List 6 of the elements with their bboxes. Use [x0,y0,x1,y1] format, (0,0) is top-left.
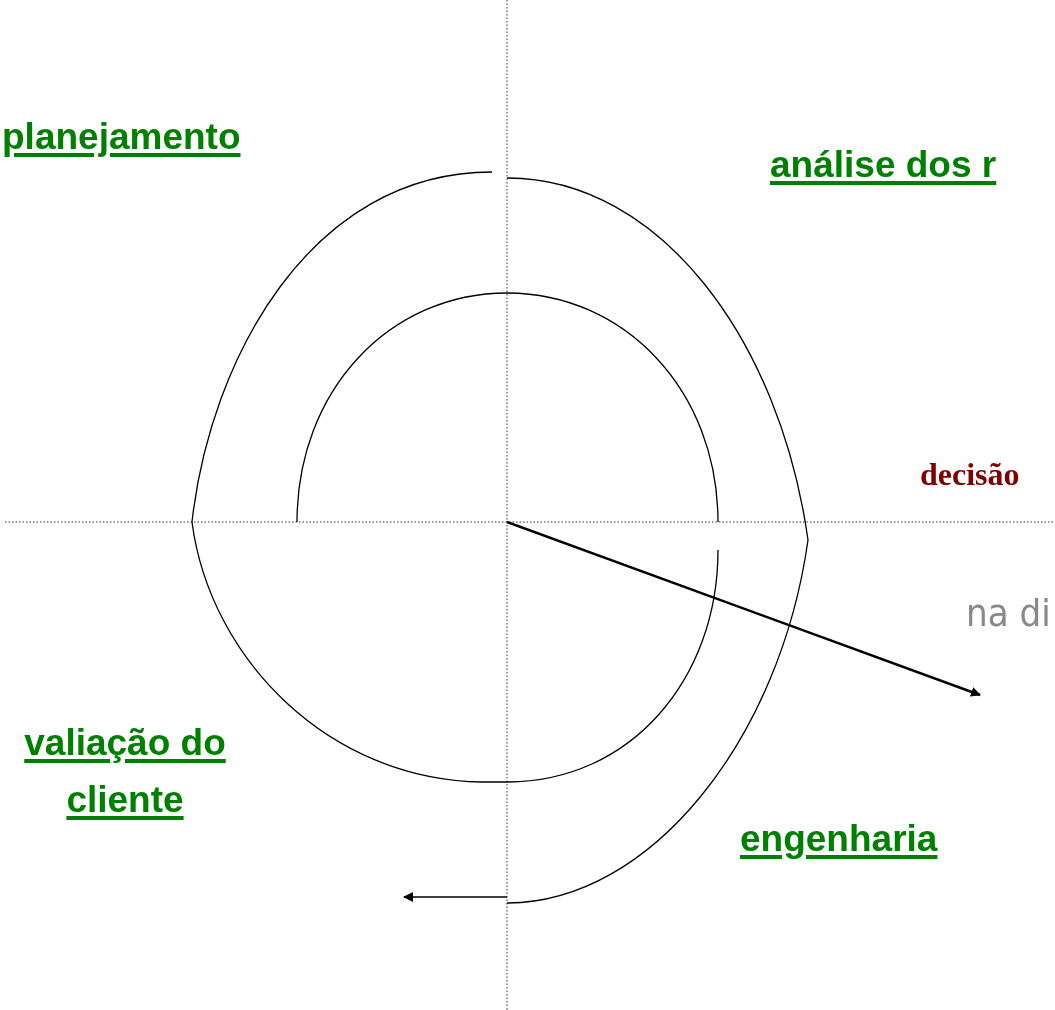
phase-label: engenharia [740,817,938,861]
phase-label: análise dos r [770,143,997,187]
phase-label: decisão [920,455,1020,494]
phase-label: na di [966,590,1051,637]
phase-label: planejamento [2,115,241,159]
phase-label: valiação do cliente [23,721,227,823]
